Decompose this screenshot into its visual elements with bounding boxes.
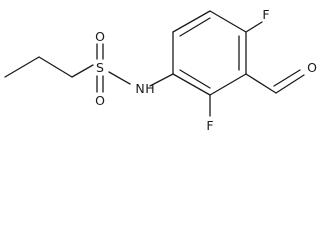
atom-label-sulfur: S (96, 60, 104, 75)
chemical-structure: S O O N H F F O (4, 7, 317, 133)
bond-nitrogen-ring (149, 73, 174, 87)
atom-label-oxygen-bottom: O (95, 93, 105, 108)
bond-ring-f-top (245, 21, 263, 33)
bond-propyl-1 (4, 56, 40, 78)
ring-inner-bond-3 (179, 69, 211, 89)
ring-bond-3 (209, 10, 247, 33)
atom-label-fluorine-top: F (262, 7, 269, 22)
atom-label-oxygen-top: O (95, 29, 105, 44)
atom-label-aldehyde-oxygen: O (307, 60, 317, 75)
bond-sulfur-nitrogen (108, 71, 131, 85)
ring-bond-6 (172, 73, 211, 96)
bond-propyl-to-sulfur (71, 64, 94, 78)
atom-label-nitrogen: N (135, 81, 144, 96)
structure-drawing: S O O N H F F O (4, 7, 317, 133)
ring-inner-bond-1 (179, 17, 211, 37)
bond-ring-aldehyde (245, 73, 277, 94)
bond-aldehyde-co-a (275, 74, 305, 94)
bond-aldehyde-co-b (273, 69, 301, 87)
atom-label-fluorine-bottom: F (206, 118, 213, 133)
ring-bond-5 (209, 73, 247, 96)
bond-propyl-2 (38, 56, 73, 78)
atom-label-nitrogen-h: H (145, 81, 154, 96)
ring-bond-2 (172, 10, 211, 33)
